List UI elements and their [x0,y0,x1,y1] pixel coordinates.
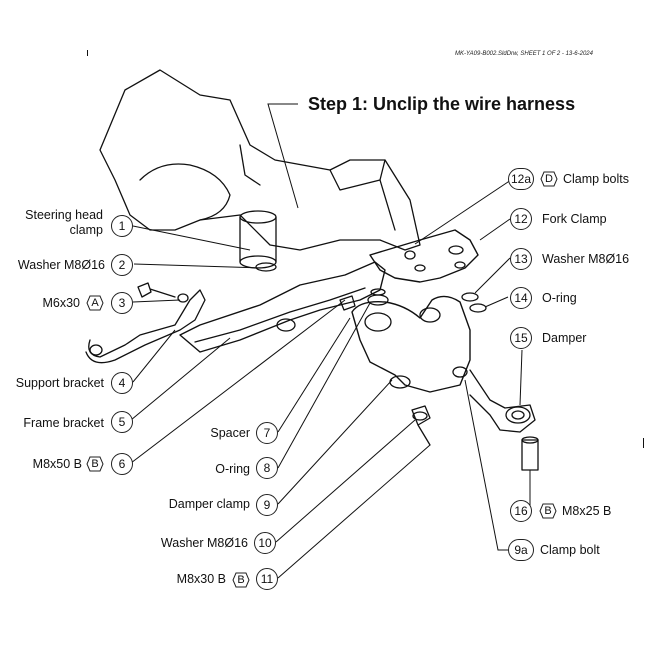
part-16-label: M8x25 B [562,504,612,518]
part-15-number: 15 [510,327,532,349]
part-12-label: Fork Clamp [542,212,607,226]
part-16-letter-hex: B [539,503,557,519]
part-6-label: M8x50 B [32,457,82,471]
part-3-letter: A [91,297,99,309]
sheet-tick-right [643,438,644,448]
leader-lines [130,103,531,579]
part-6-letter-hex: B [86,456,104,472]
sheet-reference: MK-YA09-B002.SldDrw, SHEET 1 OF 2 - 13-6… [455,51,593,57]
part-3-label: M6x30 [42,296,80,310]
part-15-label: Damper [542,331,587,345]
hexagon-icon [86,456,104,472]
damper-clamp-part [351,295,471,393]
part-1-label-line1: Steering head [25,208,103,222]
o-ring-part [370,288,386,296]
part-11-letter: B [237,574,245,586]
part-8-number: 8 [256,457,278,479]
part-9-label: Damper clamp [168,497,250,511]
part-2-number: 2 [111,254,133,276]
part-14-number: 14 [510,287,532,309]
spacer-part [367,294,389,306]
part-9a-number: 9a [508,539,534,561]
part-12a-label: Clamp bolts [563,172,629,186]
frame-bracket-part [179,261,386,353]
part-10-label: Washer M8Ø16 [160,536,248,550]
frame-outline [99,69,421,251]
washer-13-part [461,292,479,302]
part-3-number: 3 [111,292,133,314]
part-7-label: Spacer [210,426,250,440]
part-11-letter-hex: B [232,572,250,588]
part-4-number: 4 [111,372,133,394]
part-5-number: 5 [111,411,133,433]
part-2-label: Washer M8Ø16 [17,258,105,272]
hexagon-icon [232,572,250,588]
part-5-label: Frame bracket [23,416,104,430]
hexagon-icon [539,503,557,519]
part-7-number: 7 [256,422,278,444]
damper-part [469,369,536,433]
hexagon-icon [86,295,104,311]
step-title: Step 1: Unclip the wire harness [308,94,576,114]
hexagon-icon [540,171,558,187]
screw-m6-part [137,282,176,298]
part-12a-number: 12a [508,168,534,190]
part-13-label: Washer M8Ø16 [542,252,630,266]
part-14-label: O-ring [542,291,577,305]
part-8-label: O-ring [215,462,250,476]
part-6-letter: B [91,458,99,470]
part-1-label: Steering head clamp [10,208,103,238]
frame-tube-inner [139,163,231,221]
part-3-letter-hex: A [86,295,104,311]
part-11-number: 11 [256,568,278,590]
part-1-label-line2: clamp [69,223,103,237]
washer-part [255,262,277,272]
steering-head-clamp-part [239,210,277,269]
part-9-number: 9 [256,494,278,516]
part-6-number: 6 [111,453,133,475]
part-4-label: Support bracket [15,376,104,390]
bolt-16-part [521,439,539,471]
part-12-number: 12 [510,208,532,230]
part-16-letter: B [544,505,552,517]
fork-clamp-part [369,229,479,283]
part-10-number: 10 [254,532,276,554]
bolt-11-part [411,405,431,446]
part-9a-label: Clamp bolt [540,543,600,557]
part-1-number: 1 [111,215,133,237]
bolt-6-part [276,318,296,332]
o-ring-14-part [469,303,487,313]
part-13-number: 13 [510,248,532,270]
part-11-label: M8x30 B [176,572,226,586]
part-12a-letter-hex: D [540,171,558,187]
part-12a-letter: D [545,173,553,185]
sheet-tick-top [87,50,88,56]
part-16-number: 16 [510,500,532,522]
